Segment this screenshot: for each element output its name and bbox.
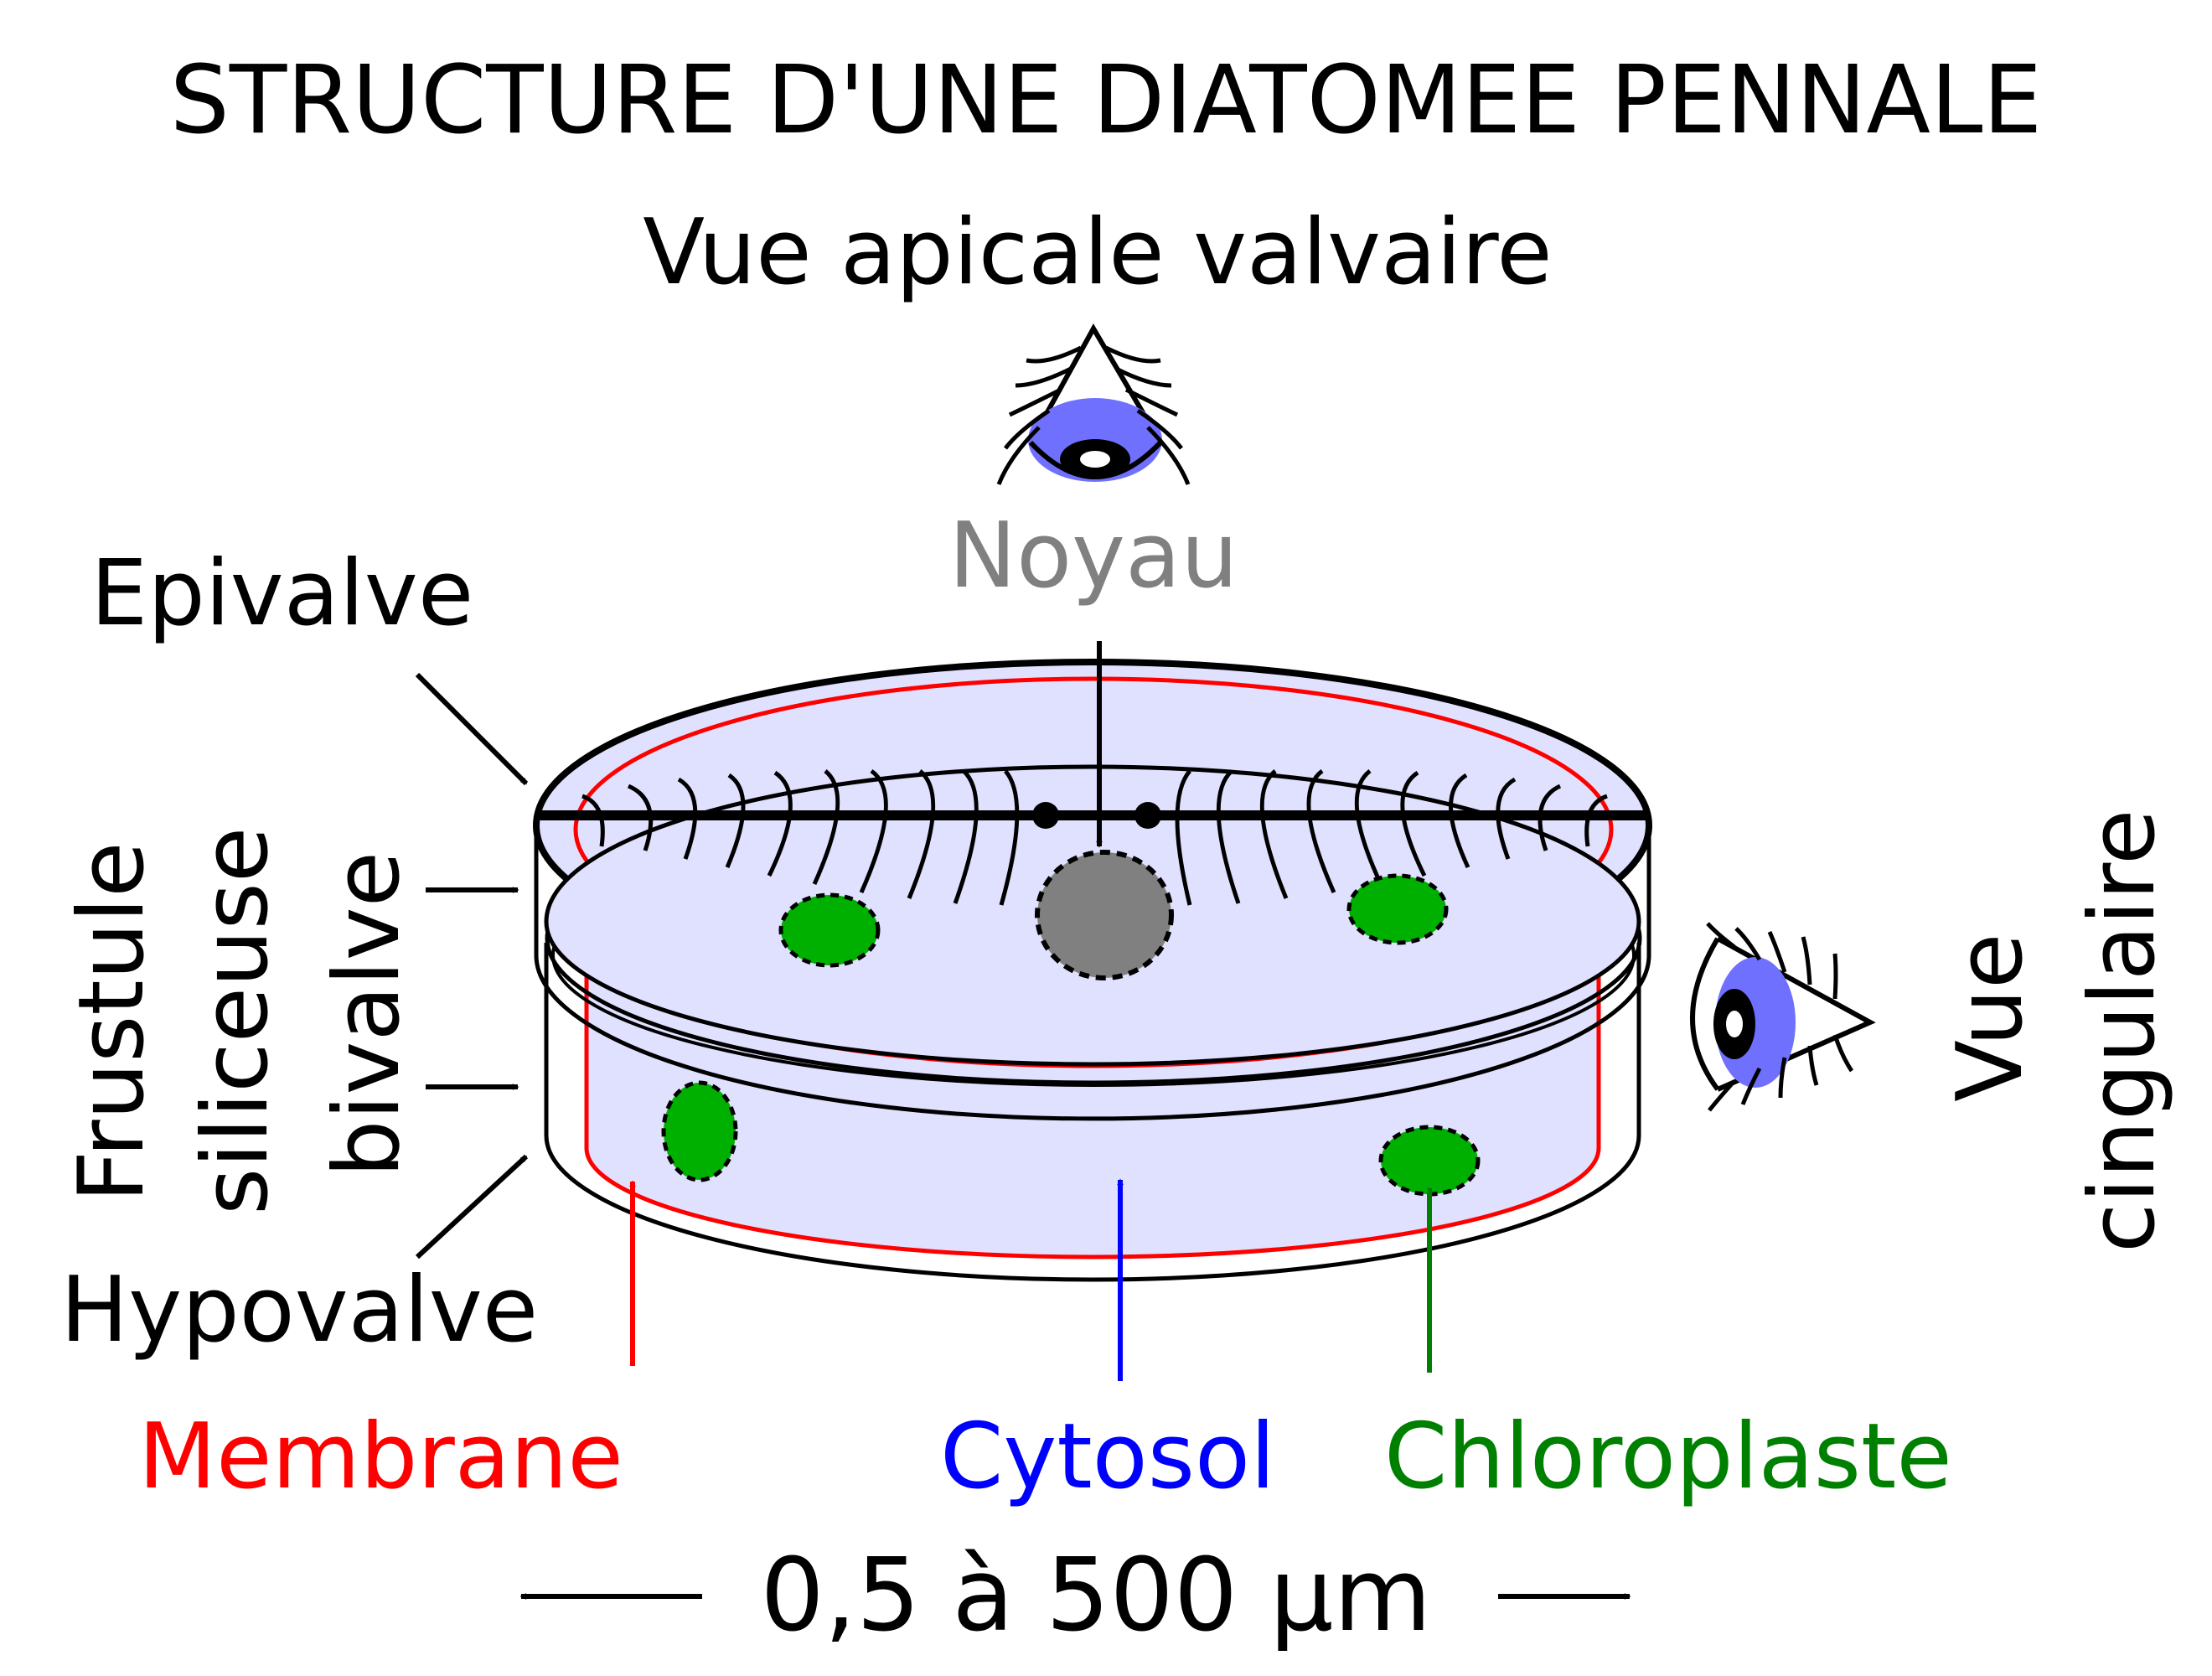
nucleus	[1035, 850, 1174, 980]
chloroplast-top-left	[778, 892, 881, 968]
chloroplast-bottom-right	[1378, 1125, 1481, 1197]
frustule-label-line3: bivalve	[315, 851, 420, 1177]
striae-left	[581, 768, 1020, 906]
membrane-label: Membrane	[138, 1404, 623, 1509]
size-range-label: 0,5 à 500 µm	[760, 1538, 1431, 1654]
eye-icon-side	[1690, 922, 1876, 1112]
hypovalve-label: Hypovalve	[60, 1258, 538, 1363]
striae-right	[1175, 768, 1608, 906]
frustule-label-line2: siliceuse	[183, 827, 288, 1215]
diatom-cell	[533, 659, 1652, 1282]
epivalve-label: Epivalve	[90, 541, 473, 646]
cytosol-label: Cytosol	[940, 1404, 1275, 1509]
apical-view-label: Vue apicale valvaire	[643, 200, 1553, 305]
cell-membrane	[584, 821, 1601, 1260]
nucleus-label: Noyau	[948, 504, 1238, 608]
girdle-view-label-line2: cingulaire	[2070, 809, 2175, 1253]
chloroplast-top-right	[1346, 873, 1449, 945]
girdle-view-label-line1: Vue	[1938, 934, 2043, 1102]
central-nodule-right	[1134, 802, 1161, 829]
diagram-title: STRUCTURE D'UNE DIATOMEE PENNALE	[170, 46, 2042, 155]
central-nodule-left	[1032, 802, 1059, 829]
chloroplast-bottom-left	[661, 1080, 738, 1182]
frustule-label-line1: Frustule	[59, 841, 164, 1203]
eye-icon-top	[996, 323, 1191, 485]
hypovalve-arrow	[415, 1154, 529, 1260]
chloroplast-label: Chloroplaste	[1384, 1404, 1952, 1509]
epivalve-shell	[534, 817, 1651, 1121]
epivalve-arrow	[415, 672, 529, 786]
